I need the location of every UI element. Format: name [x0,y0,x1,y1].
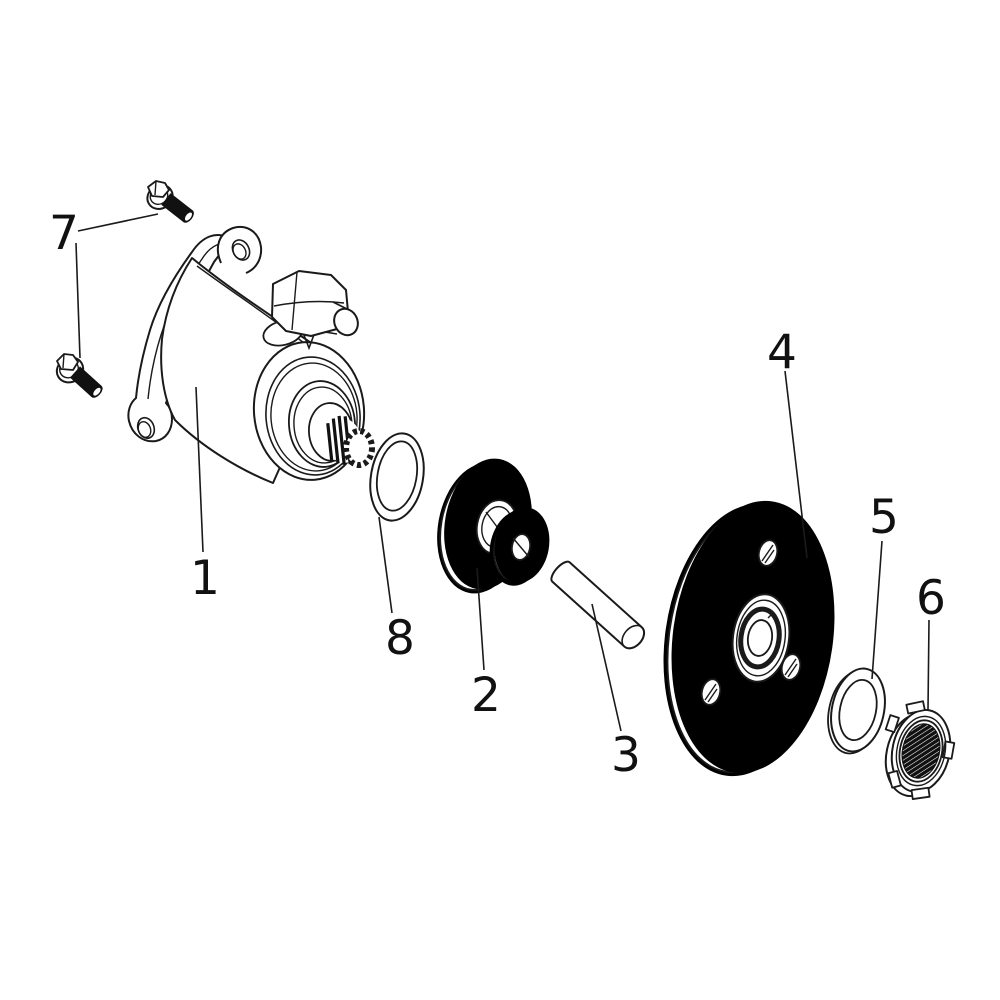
part-7-flange-bolt-bottom [55,353,103,398]
part-4-driven-gear [663,500,835,777]
part-6-lock-nut [884,700,956,800]
callout-1-leader [195,386,204,553]
callout-2-leader [476,567,485,671]
callout-7-leader [75,213,159,359]
motor-top-lug [216,226,263,274]
callout-3-leader [591,603,622,732]
lock-nut-bore [901,723,941,779]
callout-5-leader [871,540,883,680]
callout-label-1: 1 [190,551,220,606]
bolt-head [56,353,79,371]
callout-label-4: 4 [767,325,797,380]
part-3-shaft-pin [550,560,646,650]
spline-end-teeth [343,428,375,468]
bolt-shaft [69,366,103,398]
part-7-flange-bolt-top [146,180,194,223]
driven-gear-hub [731,593,791,683]
callout-6-leader [927,619,930,711]
motor-spline-shaft [326,415,375,468]
part-8-o-ring [369,432,425,522]
part-2-idler-double-gear [437,458,550,594]
lock-nut-castellations [884,700,956,800]
callout-label-8: 8 [385,611,415,666]
callout-label-7: 7 [49,206,79,261]
terminal-nub [333,307,359,337]
callout-8-leader [378,516,393,614]
motor-terminal-cap [262,270,359,351]
bolt-head [147,180,170,198]
part-1-starter-motor [127,226,375,484]
callout-label-6: 6 [916,571,946,626]
callout-label-2: 2 [471,668,501,723]
part-5-washer [827,667,886,755]
callout-4-leader [784,370,808,559]
callout-label-3: 3 [611,728,641,783]
driven-gear-holes [700,539,802,706]
bolt-shaft [161,193,194,223]
callout-label-5: 5 [869,490,899,545]
